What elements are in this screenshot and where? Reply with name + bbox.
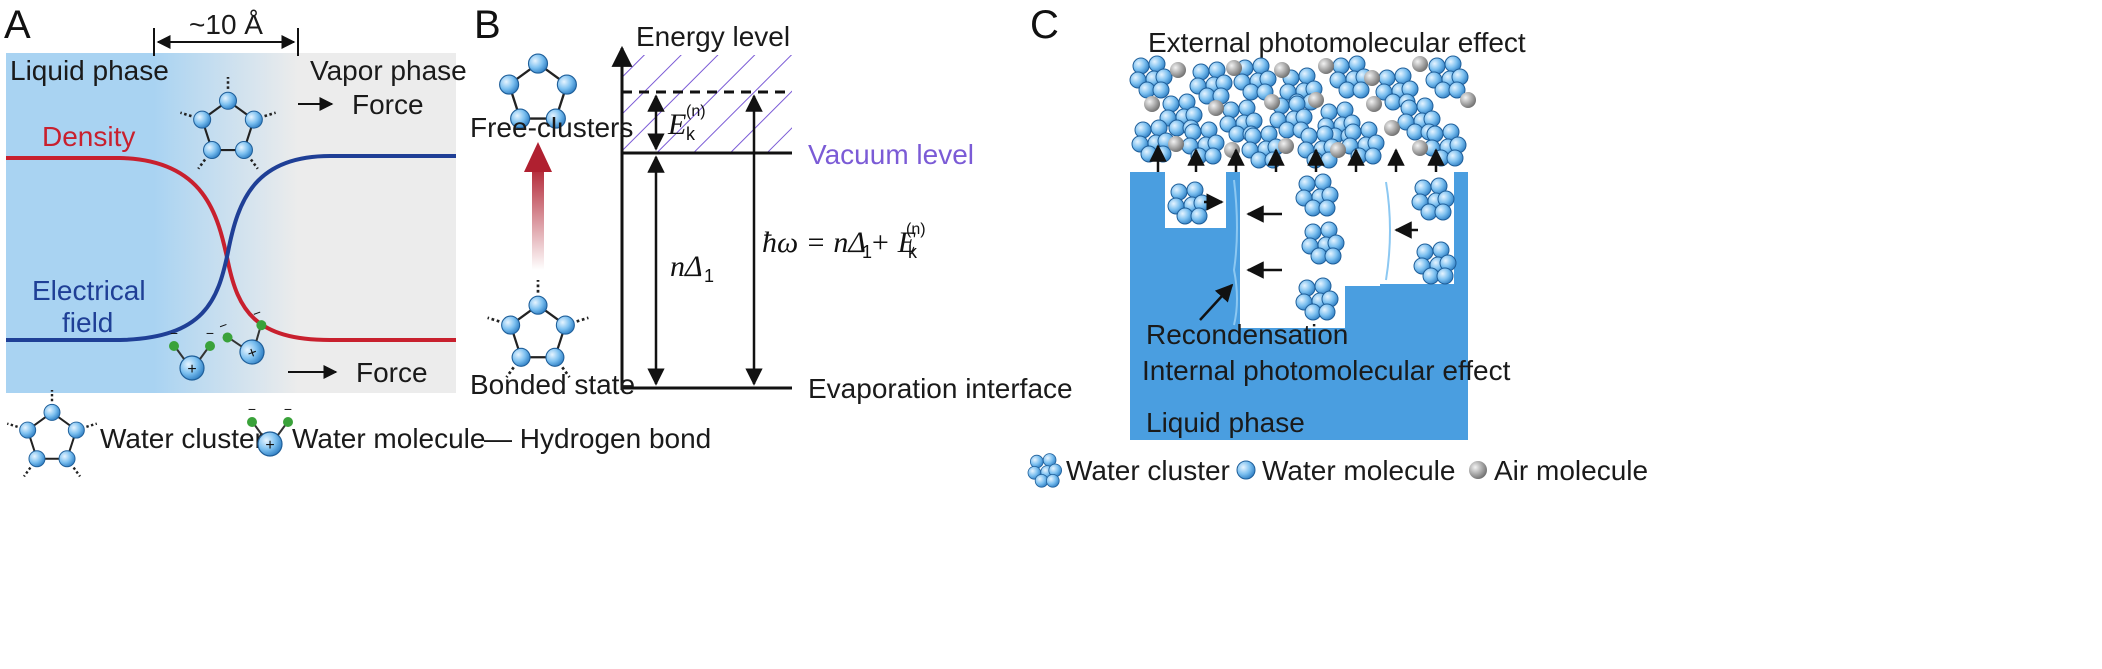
- panel-a-letter: A: [4, 3, 31, 47]
- recondensation-label: Recondensation: [1146, 319, 1348, 350]
- external-effect-label: External photomolecular effect: [1148, 27, 1526, 58]
- transition-arrow: [532, 170, 544, 270]
- bonded-cluster-icon: [488, 280, 589, 377]
- photon-sup: (n): [906, 221, 926, 238]
- width-label: ~10 Å: [189, 9, 263, 40]
- water-cluster-icon: [1027, 453, 1062, 488]
- ek-symbol: E: [667, 108, 686, 141]
- bonded-state-label: Bonded state: [470, 369, 635, 400]
- photon-sub1: 1: [862, 242, 872, 262]
- ek-sup: (n): [686, 103, 706, 120]
- vapor-phase-label: Vapor phase: [310, 55, 467, 86]
- n-delta-label: nΔ: [670, 250, 703, 283]
- force-bottom-label: Force: [356, 357, 428, 388]
- hatched-continuum: [622, 55, 792, 153]
- air-molecule-icon: [1469, 461, 1487, 479]
- vacuum-level-label: Vacuum level: [808, 139, 974, 170]
- escape-arrows: [1149, 144, 1445, 172]
- vapor-particles: [1129, 55, 1476, 169]
- panel-b: B Energy level Vacuum level Evaporation …: [470, 3, 1073, 404]
- evaporation-interface-label: Evaporation interface: [808, 373, 1073, 404]
- liquid-phase-c-label: Liquid phase: [1146, 407, 1305, 438]
- force-top-label: Force: [352, 89, 424, 120]
- photon-plus: + E: [870, 226, 916, 259]
- panel-c: C External photomolecular effect: [1030, 3, 1526, 440]
- internal-effect-label: Internal photomolecular effect: [1142, 355, 1511, 386]
- legend-c-water-molecule: Water molecule: [1262, 455, 1455, 486]
- legend-c-water-cluster: Water cluster: [1066, 455, 1230, 486]
- electrical-field-label-1: Electrical: [32, 275, 146, 306]
- free-clusters-label: Free-clusters: [470, 112, 633, 143]
- ek-sub: k: [686, 124, 696, 144]
- panel-c-letter: C: [1030, 3, 1059, 47]
- liquid-phase-label: Liquid phase: [10, 55, 169, 86]
- energy-level-label: Energy level: [636, 21, 790, 52]
- photon-sub2: k: [908, 242, 918, 262]
- panel-a: A ~10 Å Liquid phase Vapor phase Density…: [4, 3, 467, 393]
- density-curve: [6, 156, 456, 342]
- legend-water-molecule: Water molecule: [292, 423, 485, 454]
- density-label: Density: [42, 121, 135, 152]
- legend-c: Water cluster Water molecule Air molecul…: [1027, 453, 1648, 488]
- legend-c-air-molecule: Air molecule: [1494, 455, 1648, 486]
- electrical-field-label-2: field: [62, 307, 113, 338]
- legend-a: Water cluster Water molecule — Hydrogen …: [7, 390, 711, 476]
- n-delta-sub: 1: [704, 266, 714, 286]
- liquid-region: [6, 53, 154, 393]
- water-cluster-icon: [7, 390, 97, 476]
- water-molecule-icon: [1236, 460, 1256, 480]
- panel-b-letter: B: [474, 3, 501, 47]
- photon-energy-label: ħω = nΔ: [762, 226, 866, 259]
- legend-water-cluster: Water cluster: [100, 423, 264, 454]
- legend-hydrogen-bond: — Hydrogen bond: [484, 423, 711, 454]
